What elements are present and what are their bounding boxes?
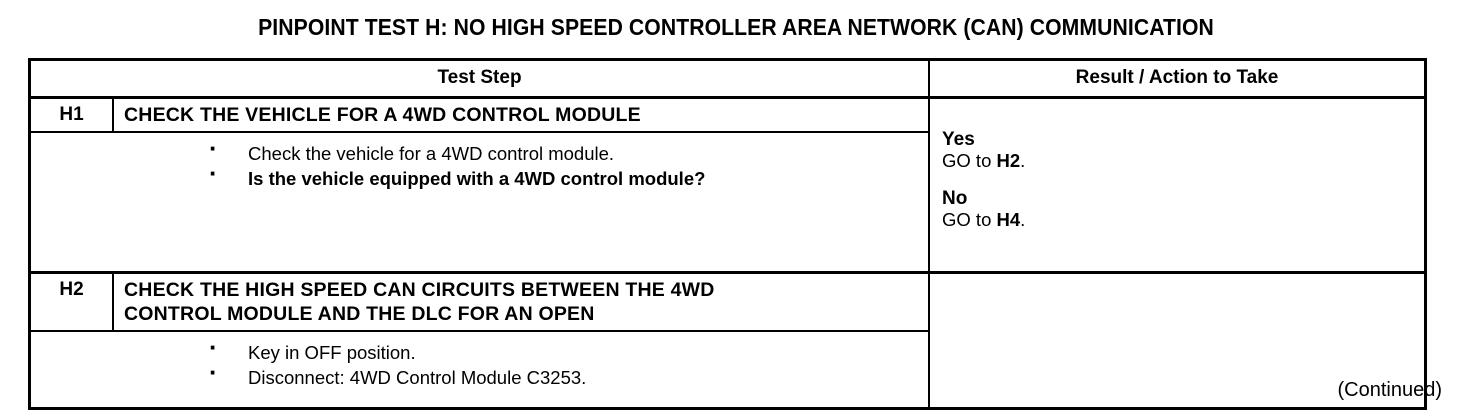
table-row: H1 CHECK THE VEHICLE FOR A 4WD CONTROL M… <box>31 97 1425 274</box>
column-header-test-step: Test Step <box>31 61 930 99</box>
result-action-prefix: GO to <box>942 150 997 171</box>
result-action-target-h4[interactable]: H4 <box>996 209 1021 230</box>
result-action-target-h2[interactable]: H2 <box>996 150 1021 171</box>
table-row: H2 CHECK THE HIGH SPEED CAN CIRCUITS BET… <box>31 272 1425 407</box>
step-id-spacer-h2 <box>31 331 113 407</box>
result-cell-h2 <box>928 272 1425 407</box>
result-action-yes: GO to H2. <box>942 150 1414 172</box>
pinpoint-test-table-wrapper: Test Step Result / Action to Take H1 CHE… <box>28 58 1427 410</box>
list-item: Is the vehicle equipped with a 4WD contr… <box>113 161 920 191</box>
table-header-row: Test Step Result / Action to Take <box>31 61 1425 99</box>
step-heading-line: CONTROL MODULE AND THE DLC FOR AN OPEN <box>124 303 595 325</box>
step-id-h1: H1 <box>31 97 113 133</box>
result-action-suffix: . <box>1020 150 1026 171</box>
step-heading-h1: CHECK THE VEHICLE FOR A 4WD CONTROL MODU… <box>111 97 930 133</box>
pinpoint-test-table: Test Step Result / Action to Take H1 CHE… <box>31 61 1425 407</box>
step-body-h2: Key in OFF position. Disconnect: 4WD Con… <box>113 331 930 407</box>
list-item: Key in OFF position. <box>113 335 920 365</box>
result-action-no: GO to H4. <box>942 209 1414 231</box>
step-body-h1: Check the vehicle for a 4WD control modu… <box>113 132 930 274</box>
table-row: Check the vehicle for a 4WD control modu… <box>31 132 1424 274</box>
result-cell-h1: Yes GO to H2. No GO to H4. <box>928 97 1425 274</box>
result-answer-yes: Yes <box>942 129 975 150</box>
step-heading-line: CHECK THE HIGH SPEED CAN CIRCUITS BETWEE… <box>124 279 715 301</box>
bullet-list-h2: Key in OFF position. Disconnect: 4WD Con… <box>113 335 920 390</box>
table-row: Key in OFF position. Disconnect: 4WD Con… <box>31 331 1424 407</box>
result-answer-no: No <box>942 188 968 209</box>
step-id-spacer-h1 <box>31 132 113 274</box>
result-block-yes: Yes GO to H2. <box>942 129 1414 172</box>
step-heading-line: CHECK THE VEHICLE FOR A 4WD CONTROL MODU… <box>124 104 641 126</box>
result-action-prefix: GO to <box>942 209 997 230</box>
column-header-result-action: Result / Action to Take <box>928 61 1425 99</box>
list-item: Check the vehicle for a 4WD control modu… <box>113 136 920 166</box>
step-id-h2: H2 <box>31 272 113 332</box>
result-block-no: No GO to H4. <box>942 188 1414 231</box>
continued-note: (Continued) <box>1337 379 1442 401</box>
page-title: PINPOINT TEST H: NO HIGH SPEED CONTROLLE… <box>258 14 1214 40</box>
list-item: Disconnect: 4WD Control Module C3253. <box>113 360 920 390</box>
bullet-list-h1: Check the vehicle for a 4WD control modu… <box>113 136 920 191</box>
step-heading-h2: CHECK THE HIGH SPEED CAN CIRCUITS BETWEE… <box>111 272 930 332</box>
result-action-suffix: . <box>1020 209 1026 230</box>
